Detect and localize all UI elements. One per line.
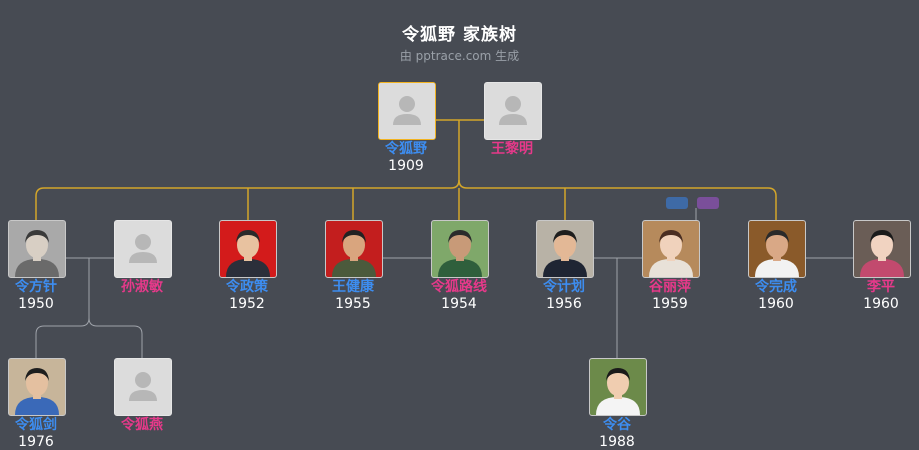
avatar-placeholder-icon <box>379 83 435 139</box>
birth-year: 1954 <box>441 296 477 312</box>
page-subtitle: 由 pptrace.com 生成 <box>399 49 520 63</box>
birth-year: 1960 <box>758 296 794 312</box>
avatar[interactable] <box>642 220 700 278</box>
person-name[interactable]: 令政策 <box>226 279 268 295</box>
person-name[interactable]: 谷丽萍 <box>649 279 691 295</box>
person-name[interactable]: 令计划 <box>543 279 585 295</box>
person-name[interactable]: 令狐野 <box>385 141 427 157</box>
birth-year: 1952 <box>229 296 265 312</box>
person-name[interactable]: 令谷 <box>603 417 631 433</box>
avatar[interactable] <box>114 358 172 416</box>
birth-year: 1959 <box>652 296 688 312</box>
portrait-photo <box>432 221 488 277</box>
avatar-placeholder-icon <box>115 359 171 415</box>
person-name[interactable]: 令狐燕 <box>121 417 163 433</box>
birth-year: 1950 <box>18 296 54 312</box>
portrait-photo <box>9 359 65 415</box>
birth-year: 1909 <box>388 158 424 174</box>
portrait-photo <box>537 221 593 277</box>
portrait-photo <box>590 359 646 415</box>
person-name[interactable]: 令方针 <box>15 279 57 295</box>
relation-chip-blue[interactable] <box>666 197 688 209</box>
page-title: 令狐野 家族树 <box>402 25 517 45</box>
avatar[interactable] <box>484 82 542 140</box>
avatar[interactable] <box>536 220 594 278</box>
grandchild-line <box>88 317 143 358</box>
avatar[interactable] <box>325 220 383 278</box>
portrait-photo <box>220 221 276 277</box>
avatar-placeholder-icon <box>485 83 541 139</box>
avatar[interactable] <box>114 220 172 278</box>
avatar[interactable] <box>589 358 647 416</box>
portrait-photo <box>326 221 382 277</box>
avatar[interactable] <box>748 220 806 278</box>
relation-chip-purple[interactable] <box>697 197 719 209</box>
person-name[interactable]: 令完成 <box>755 279 797 295</box>
birth-year: 1955 <box>335 296 371 312</box>
avatar-placeholder-icon <box>115 221 171 277</box>
avatar[interactable] <box>219 220 277 278</box>
birth-year: 1976 <box>18 434 54 450</box>
person-name[interactable]: 孙淑敏 <box>121 279 163 295</box>
avatar[interactable] <box>853 220 911 278</box>
avatar[interactable] <box>378 82 436 140</box>
birth-year: 1956 <box>546 296 582 312</box>
avatar[interactable] <box>8 358 66 416</box>
grandchild-line <box>35 258 90 358</box>
avatar[interactable] <box>431 220 489 278</box>
person-name[interactable]: 令狐剑 <box>15 417 57 433</box>
birth-year: 1988 <box>599 434 635 450</box>
portrait-photo <box>749 221 805 277</box>
portrait-photo <box>854 221 910 277</box>
person-name[interactable]: 令狐路线 <box>431 279 487 295</box>
person-name[interactable]: 王健康 <box>332 279 374 295</box>
portrait-photo <box>643 221 699 277</box>
person-name[interactable]: 王黎明 <box>491 141 533 157</box>
avatar[interactable] <box>8 220 66 278</box>
portrait-photo <box>9 221 65 277</box>
children-branch-line <box>35 179 777 220</box>
person-name[interactable]: 李平 <box>867 279 895 295</box>
birth-year: 1960 <box>863 296 899 312</box>
